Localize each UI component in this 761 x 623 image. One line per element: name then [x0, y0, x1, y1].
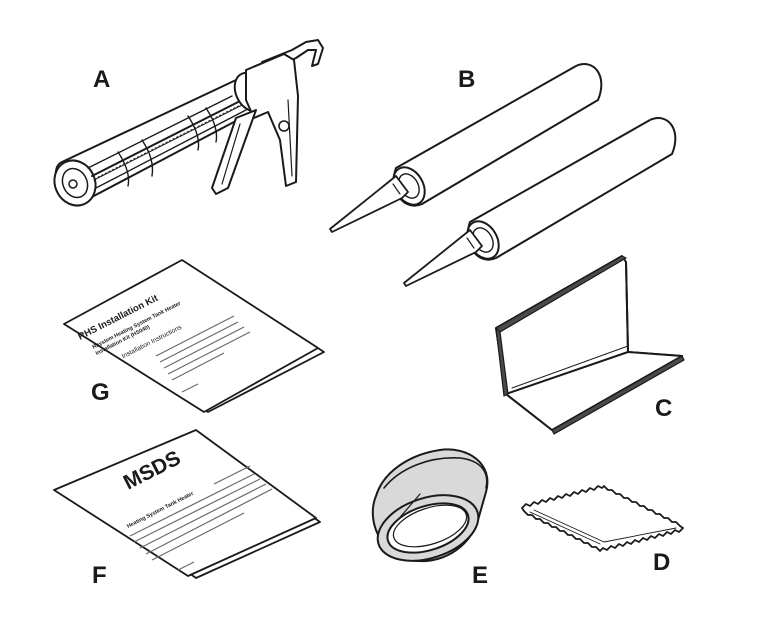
sealant-tubes-icon — [329, 63, 677, 287]
item-letter-a: A — [93, 66, 110, 93]
item-letter-f: F — [92, 562, 107, 589]
angle-bracket-icon — [495, 255, 685, 435]
item-letter-e: E — [472, 562, 488, 589]
item-letter-c: C — [655, 395, 672, 422]
installation-instructions-icon: RHS Installation Kit Raystem Heating Sys… — [63, 259, 325, 413]
item-letter-d: D — [653, 549, 670, 576]
item-letter-b: B — [458, 66, 475, 93]
adhesive-pad-icon — [521, 485, 684, 552]
item-letter-g: G — [91, 379, 110, 406]
tape-roll-icon — [371, 448, 489, 563]
caulking-gun-icon — [53, 39, 324, 207]
msds-sheet-icon: MSDS Heating System Tank Heater — [53, 429, 321, 579]
